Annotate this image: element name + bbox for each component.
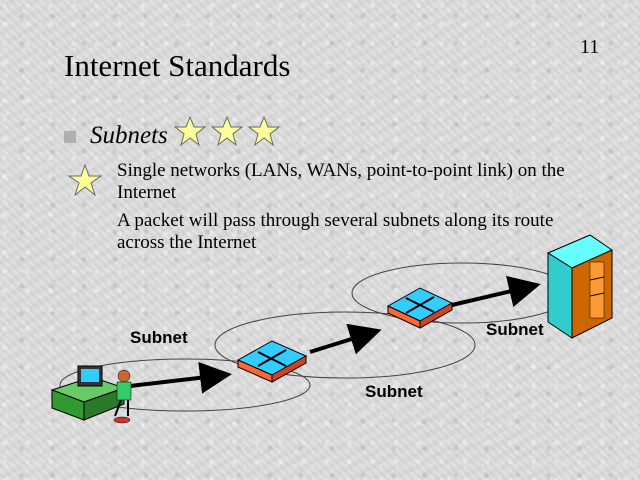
subnet-label-right: Subnet [486, 320, 544, 339]
arrow-router-to-router [309, 323, 382, 355]
bullet-point-2: A packet will pass through several subne… [117, 210, 554, 253]
three-stars-icon [173, 116, 281, 146]
router-2-icon [386, 287, 454, 329]
subnet-ellipse-middle [214, 311, 476, 379]
bullet-square [64, 131, 76, 143]
workstation-icon [50, 365, 132, 424]
slide-title: Internet Standards [64, 48, 291, 83]
arrow-workstation-to-router [129, 361, 232, 394]
star-bullet-icon [68, 164, 102, 196]
subnet-ellipse-right [351, 262, 573, 324]
arrow-router-to-server [451, 275, 541, 308]
router-1-icon [236, 340, 308, 383]
subnets-heading: Subnets [90, 122, 168, 149]
slide-number: 11 [580, 36, 600, 58]
subnet-label-bottom: Subnet [365, 382, 423, 401]
subnet-label-left: Subnet [130, 328, 188, 347]
bullet-point-1: Single networks (LANs, WANs, point-to-po… [117, 160, 565, 203]
server-icon [546, 234, 614, 339]
subnet-ellipse-left [59, 358, 311, 412]
